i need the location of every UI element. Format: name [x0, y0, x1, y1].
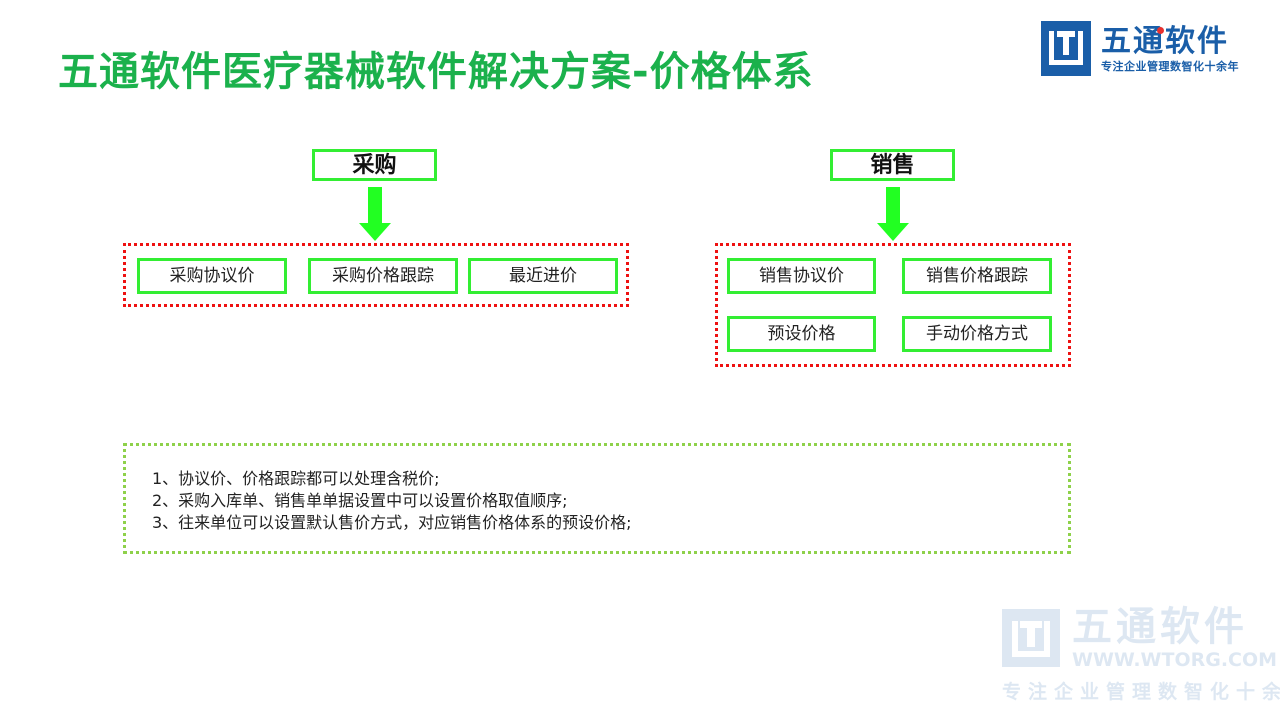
purchase-price-group: [123, 243, 629, 307]
down-arrow-icon: [877, 187, 909, 241]
sales-price-group: [715, 243, 1071, 367]
watermark-url: WWW.WTORG.COM: [1072, 649, 1278, 671]
watermark: 五通软件 WWW.WTORG.COM 专注企业管理数智化十余年: [1002, 605, 1280, 704]
purchase-header-box: 采购: [312, 149, 437, 181]
sales-item: 手动价格方式: [902, 316, 1052, 352]
notes-box: 1、协议价、价格跟踪都可以处理含税价; 2、采购入库单、销售单单据设置中可以设置…: [123, 443, 1071, 554]
logo-dot-icon: [1157, 26, 1164, 34]
sales-item: 销售协议价: [727, 258, 876, 294]
purchase-item: 采购价格跟踪: [308, 258, 458, 294]
logo-slogan: 专注企业管理数智化十余年: [1101, 59, 1239, 73]
wt-watermark-icon: [1002, 609, 1060, 667]
note-line: 2、采购入库单、销售单单据设置中可以设置价格取值顺序;: [152, 491, 568, 510]
sales-item: 预设价格: [727, 316, 876, 352]
sales-item: 销售价格跟踪: [902, 258, 1052, 294]
note-line: 1、协议价、价格跟踪都可以处理含税价;: [152, 469, 440, 488]
down-arrow-icon: [359, 187, 391, 241]
watermark-name: 五通软件: [1072, 604, 1248, 650]
watermark-slogan: 专注企业管理数智化十余年: [1002, 681, 1280, 703]
brand-logo: 五通软件 专注企业管理数智化十余年: [1041, 21, 1239, 76]
sales-header-box: 销售: [830, 149, 955, 181]
purchase-item: 最近进价: [468, 258, 618, 294]
wt-logo-icon: [1041, 21, 1091, 76]
purchase-item: 采购协议价: [137, 258, 287, 294]
logo-name: 五通软件: [1101, 23, 1229, 59]
note-line: 3、往来单位可以设置默认售价方式，对应销售价格体系的预设价格;: [152, 513, 632, 532]
page-title: 五通软件医疗器械软件解决方案-价格体系: [58, 49, 814, 95]
